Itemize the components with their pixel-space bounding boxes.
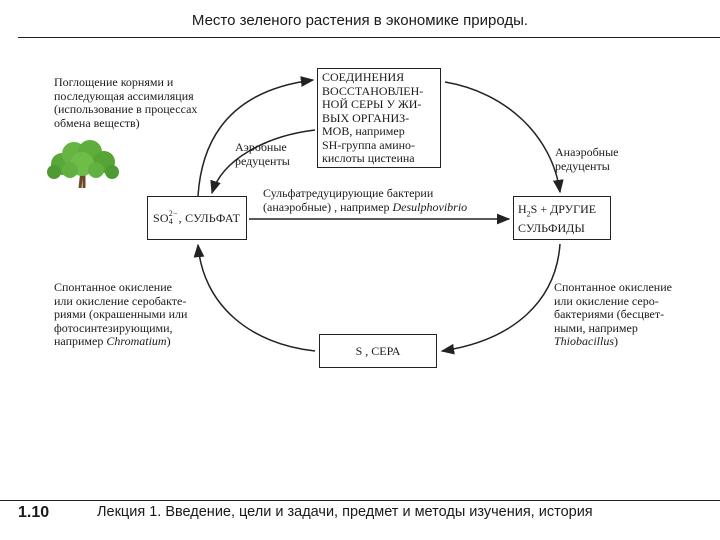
label-line: бактериями (бесцвет- [554, 307, 665, 322]
sulfate-charge: 2− [168, 209, 178, 218]
sulfate-formula: SO [153, 210, 169, 225]
label-line: Поглощение корнями и [54, 75, 174, 89]
arrow-right-oxidation [440, 243, 561, 355]
label-root-uptake: Поглощение корнями и последующая ассимил… [54, 75, 198, 130]
label-line: Анаэробные [555, 145, 619, 159]
sulfur-label: S , СЕРА [355, 343, 401, 358]
label-line: или окисление серо- [554, 293, 659, 308]
arrow-left-oxidation [193, 243, 316, 352]
arrow-anaerobic-reducers [444, 81, 564, 194]
genus-name: Desulphovibrio [392, 199, 468, 214]
label-line: Сульфатредуцирующие бактерии [263, 186, 434, 200]
label-line: ными, например [554, 320, 638, 335]
box-sulfides: H2S + ДРУГИЕ СУЛЬФИДЫ [513, 196, 611, 240]
sulfide-subscript: 2 [526, 209, 531, 219]
label-line: Спонтанное окисление [54, 280, 172, 294]
sulfide-formula: H [518, 202, 527, 216]
box-line: SH-группа амино- [322, 137, 416, 152]
label-line: редуценты [555, 158, 610, 173]
arrow-uptake [197, 76, 315, 197]
label-line: (анаэробные) , например [263, 199, 390, 214]
slide-title: Место зеленого растения в экономике прир… [191, 12, 529, 29]
label-line: Аэробные [235, 140, 287, 154]
label-line: или окисление серобакте- [54, 293, 187, 308]
footer-lecture-title: Лекция 1. Введение, цели и задачи, предм… [97, 504, 593, 520]
box-line: ВЫХ ОРГАНИЗ- [322, 110, 410, 125]
label-line: обмена веществ) [54, 115, 140, 130]
box-line: МОВ, например [322, 124, 405, 138]
sulfide-rest: S + ДРУГИЕ [530, 202, 597, 216]
label-sulfate-reducing-bacteria: Сульфатредуцирующие бактерии (анаэробные… [263, 186, 468, 214]
label-aerobic-reducers: Аэробные редуценты [235, 140, 290, 168]
label-paren: ) [614, 334, 619, 349]
bottom-divider [0, 500, 720, 501]
sulfate-name: , СУЛЬФАТ [178, 210, 241, 225]
genus-name: Chromatium [106, 334, 167, 349]
box-line: кислоты цистеина [322, 151, 415, 165]
box-reduced-sulfur-compounds: СОЕДИНЕНИЯ ВОССТАНОВЛЕН- НОЙ СЕРЫ У ЖИ- … [317, 68, 441, 168]
label-right-oxidation: Спонтанное окисление или окисление серо-… [554, 280, 672, 349]
label-anaerobic-reducers: Анаэробные редуценты [555, 145, 619, 173]
label-line: фотосинтезирующими, [54, 320, 173, 335]
slide-number: 1.10 [18, 504, 50, 521]
box-sulfur: S , СЕРА [319, 334, 437, 368]
top-divider [18, 37, 720, 38]
label-line: (использование в процессах [54, 102, 198, 117]
sulfide-line2: СУЛЬФИДЫ [518, 221, 585, 236]
arrow-aerobic-reducers [210, 129, 316, 195]
label-paren: ) [166, 334, 171, 349]
genus-name: Thiobacillus [554, 334, 615, 349]
sulfate-subscript: 4 [168, 217, 173, 226]
box-line: НОЙ СЕРЫ У ЖИ- [322, 97, 422, 111]
label-line: риями (окрашенными или [54, 307, 188, 322]
box-line: ВОССТАНОВЛЕН- [322, 83, 424, 98]
label-left-oxidation: Спонтанное окисление или окисление сероб… [54, 280, 188, 349]
tree-icon [47, 140, 119, 189]
label-line: редуценты [235, 153, 290, 168]
label-line: например [54, 334, 104, 349]
box-line: СОЕДИНЕНИЯ [322, 70, 405, 84]
label-line: последующая ассимиляция [54, 88, 194, 103]
label-line: Спонтанное окисление [554, 280, 672, 294]
